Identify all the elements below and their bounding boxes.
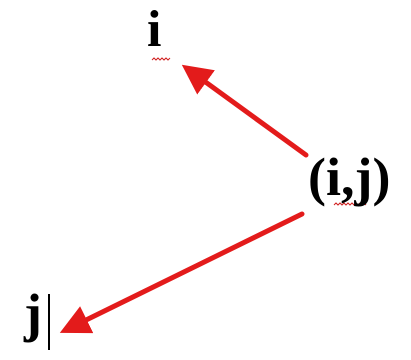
text-cursor (48, 294, 50, 350)
label-i: i (147, 1, 162, 58)
arrow-to-i (181, 64, 309, 158)
label-ij: (i,j) (308, 147, 391, 207)
spellcheck-squiggle-i (151, 57, 171, 61)
arrow-to-j (59, 211, 305, 334)
spellcheck-squiggle-ij (333, 202, 367, 206)
label-j: j (24, 283, 42, 343)
